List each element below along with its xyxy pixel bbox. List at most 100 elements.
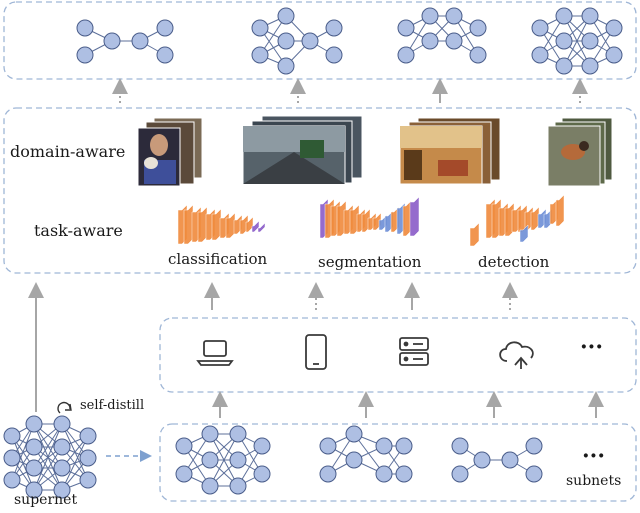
network-node (469, 19, 487, 37)
network-node (251, 19, 269, 37)
network-node (555, 32, 573, 50)
network-node (581, 32, 599, 50)
network-node (25, 459, 43, 477)
network-node (525, 465, 543, 483)
network-node (3, 471, 21, 489)
network-node (156, 19, 174, 37)
network-node (53, 481, 71, 499)
network-edge (209, 433, 239, 487)
photo-street-stack (242, 115, 363, 185)
network-node (325, 19, 343, 37)
bottom-subnets-box (159, 423, 637, 502)
network-node (25, 481, 43, 499)
network-node (397, 19, 415, 37)
segmentation-network-icon (319, 196, 420, 239)
bottom-subnet-2 (319, 425, 413, 483)
network-node (345, 425, 363, 443)
network-node (201, 451, 219, 469)
network-edge (61, 435, 89, 491)
network-node (319, 437, 337, 455)
network-node (76, 19, 94, 37)
top-subnet-4 (531, 7, 623, 75)
network-node (375, 437, 393, 455)
network-node (251, 46, 269, 64)
laptop-icon (196, 340, 234, 366)
network-node (229, 477, 247, 495)
network-node (79, 449, 97, 467)
network-node (53, 459, 71, 477)
network-node (395, 465, 413, 483)
supernet-label: supernet (14, 492, 78, 508)
bottom-subnet-3 (451, 437, 543, 483)
network-node (229, 451, 247, 469)
network-node (525, 437, 543, 455)
domain-aware-label: domain-aware (10, 142, 126, 161)
network-node (277, 57, 295, 75)
bottom-subnet-1 (175, 425, 271, 495)
cnn-layer (469, 222, 480, 247)
network-node (175, 465, 193, 483)
network-node (605, 46, 623, 64)
self-distill-loop-icon (57, 401, 72, 414)
network-node (253, 465, 271, 483)
network-node (605, 19, 623, 37)
network-node (53, 438, 71, 456)
network-node (375, 465, 393, 483)
detection-network-icon (469, 194, 565, 247)
network-node (53, 415, 71, 433)
network-node (473, 451, 491, 469)
top-subnet-2 (251, 7, 343, 75)
network-node (325, 46, 343, 64)
network-node (451, 437, 469, 455)
cnn-layer (555, 194, 565, 227)
supernet-graph (3, 415, 97, 499)
cnn-layer (197, 206, 208, 243)
devices-box (159, 317, 637, 393)
phone-icon (305, 334, 327, 370)
detection-label: detection (478, 253, 550, 271)
subnets-label: subnets (566, 473, 622, 489)
network-node (3, 449, 21, 467)
network-edge (33, 423, 63, 491)
network-node (156, 46, 174, 64)
network-node (319, 465, 337, 483)
self-distill-label: self-distill (80, 398, 145, 413)
classification-network-icon (177, 204, 266, 245)
cnn-layer (257, 222, 266, 233)
top-subnet-3 (397, 7, 487, 64)
networks-layer (3, 7, 623, 499)
aware-box (3, 107, 637, 274)
photo-bird-stack (547, 117, 613, 187)
photo-room-stack (399, 117, 501, 185)
network-node (395, 437, 413, 455)
network-node (175, 437, 193, 455)
network-node (201, 477, 219, 495)
cnn-layer (409, 196, 420, 237)
cnn-layer (519, 224, 529, 243)
network-node (201, 425, 219, 443)
network-node (397, 46, 415, 64)
network-node (229, 425, 247, 443)
network-node (445, 32, 463, 50)
network-node (531, 46, 549, 64)
network-node (277, 32, 295, 50)
network-edge (563, 15, 591, 67)
network-node (451, 465, 469, 483)
network-node (103, 32, 121, 50)
network-node (3, 427, 21, 445)
network-node (76, 46, 94, 64)
network-edge (11, 423, 35, 481)
network-node (79, 471, 97, 489)
task-aware-label: task-aware (34, 221, 123, 240)
server-icon (399, 337, 429, 366)
network-node (555, 7, 573, 25)
network-node (421, 7, 439, 25)
network-node (301, 32, 319, 50)
cnn-layer (251, 220, 260, 233)
top-subnet-1 (76, 19, 174, 64)
photo-person-stack (137, 117, 203, 187)
network-node (581, 57, 599, 75)
network-node (445, 7, 463, 25)
network-node (501, 451, 519, 469)
